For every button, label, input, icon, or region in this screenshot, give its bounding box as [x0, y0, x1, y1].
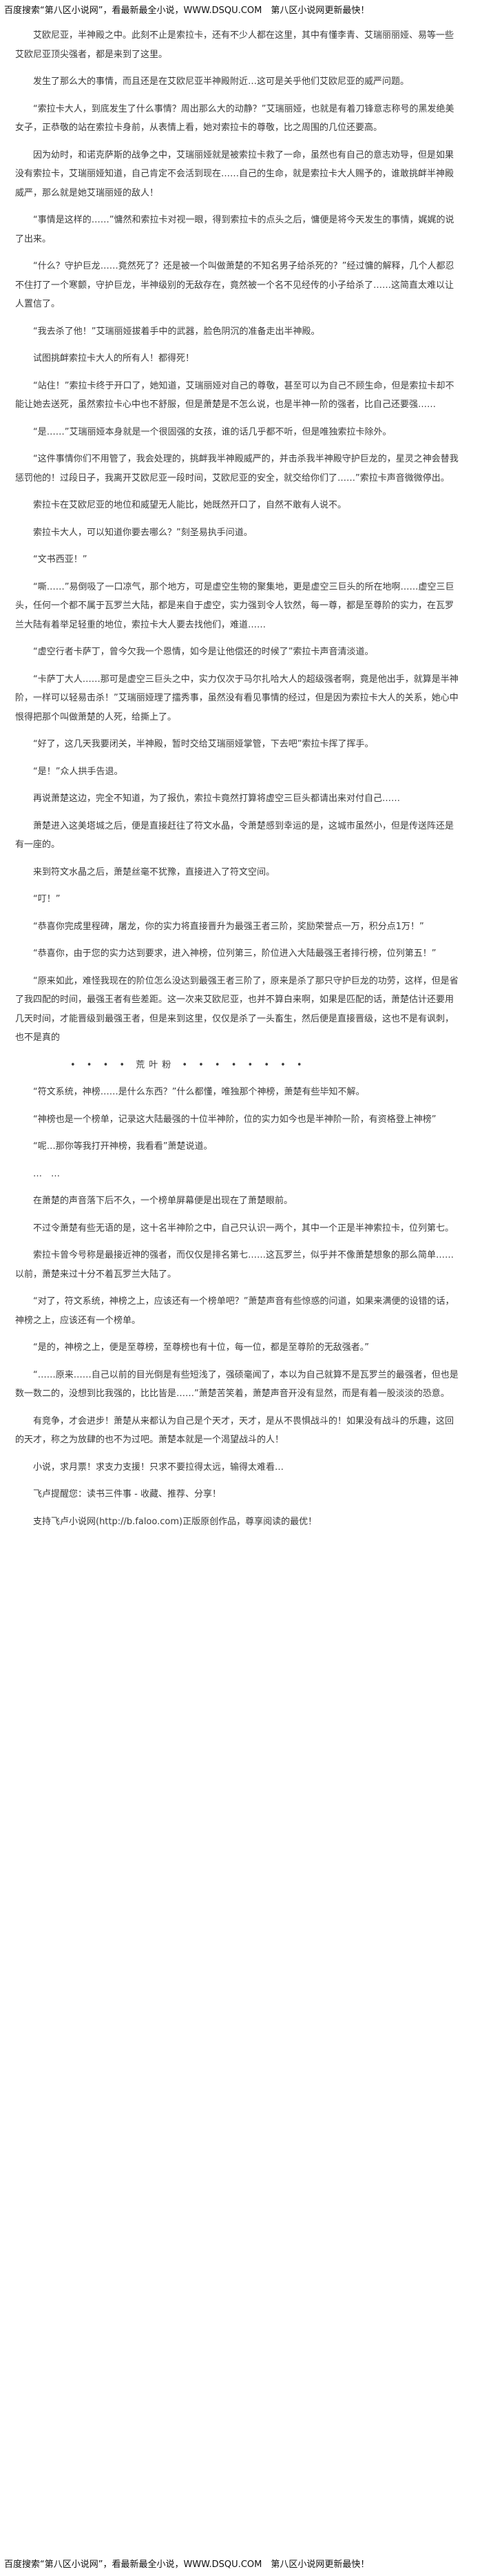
chapter-paragraph: 小说，求月票！求支力支援！只求不要拉得太远，输得太难看… — [33, 1462, 284, 1473]
chapter-paragraph: 艾欧尼亚，半神殿之中。此刻不止是索拉卡，还有不少人都在这里，其中有懂李青、艾瑞丽… — [15, 30, 454, 60]
chapter-paragraph: 因为幼时，和诺克萨斯的战争之中，艾瑞丽娅就是被索拉卡救了一命，虽然也有自己的意志… — [15, 149, 454, 198]
chapter-paragraph: 索拉卡在艾欧尼亚的地位和威望无人能比，她既然开口了，自然不敢有人说不。 — [33, 500, 347, 510]
chapter-paragraph: “是……”艾瑞丽娅本身就是一个很固强的女孩，谁的话几乎都不听，但是唯独索拉卡除外… — [33, 426, 392, 437]
chapter-paragraph: “原来如此，难怪我现在的阶位怎么没达到最强王者三阶了，原来是杀了那只守护巨龙的功… — [15, 975, 459, 1043]
chapter-paragraph: 不过令萧楚有些无语的是，这十名半神阶之中，自己只认识一两个，其中一个正是半神索拉… — [33, 1223, 454, 1234]
chapter-paragraph: “恭喜你完成里程碑，屠龙，你的实力将直接晋升为最强王者三阶，奖励荣誉点一万，积分… — [33, 921, 424, 932]
site-promo-footer: 百度搜索“第八区小说网”，看最新最全小说，WWW.DSQU.COM 第八区小说网… — [4, 2559, 370, 2570]
chapter-paragraph: “我去杀了他！”艾瑞丽娅拔着手中的武器，脸色阴沉的准备走出半神殿。 — [33, 326, 320, 337]
chapter-paragraph: “是！”众人拱手告退。 — [33, 766, 123, 777]
chapter-paragraph: 索拉卡曾今号称是最接近神的强者，而仅仅是排名第七……这瓦罗兰，似乎并不像萧楚想象… — [15, 1250, 454, 1280]
chapter-paragraph: “卡萨丁大人……那可是虚空三巨头之中，实力仅次于马尔扎哈大人的超级强者啊，竟是他… — [15, 674, 459, 723]
chapter-paragraph: “叮！” — [33, 894, 61, 904]
chapter-paragraph: “什么？守护巨龙……竟然死了？还是被一个叫做萧楚的不知名男子给杀死的？”经过慵的… — [15, 261, 454, 309]
chapter-paragraph: “嘶……”易倒吸了一口凉气，那个地方，可是虚空生物的聚集地，更是虚空三巨头的所在… — [15, 581, 454, 630]
chapter-paragraph: “站住！”索拉卡终于开口了，她知道，艾瑞丽娅对自己的尊敬，甚至可以为自己不顾生命… — [15, 380, 454, 411]
chapter-paragraph: 萧楚进入这美塔城之后，便是直接赶往了符文水晶，令萧楚感到幸运的是，这城市虽然小，… — [15, 820, 454, 851]
chapter-paragraph: 索拉卡大人，可以知道你要去哪么？”刻圣易执手问道。 — [33, 527, 253, 538]
chapter-paragraph: “文书西亚！” — [33, 554, 87, 565]
chapter-paragraph: “这件事情你们不用管了，我会处理的，挑衅我半神殿威严的，并击杀我半神殿守护巨龙的… — [15, 454, 459, 484]
chapter-paragraph: 有竞争，才会进步！萧楚从来都认为自己是个天才，天才，是从不畏惧战斗的！如果没有战… — [15, 1415, 454, 1446]
chapter-paragraph: “好了，这几天我要闭关，半神殿，暂时交给艾瑞丽娅掌管，下去吧”索拉卡挥了挥手。 — [33, 739, 374, 749]
chapter-paragraph: “呢…那你等我打开神榜，我看看”萧楚说道。 — [33, 1141, 213, 1152]
chapter-paragraph: 飞卢提醒您：读书三件事 - 收藏、推荐、分享！ — [33, 1489, 221, 1499]
chapter-paragraph: … … — [33, 1168, 61, 1179]
chapter-paragraph: 发生了那么大的事情，而且还是在艾欧尼亚半神殿附近…这可是关乎他们艾欧尼亚的威严问… — [33, 76, 410, 87]
chapter-paragraph: 在萧楚的声音落下后不久，一个榜单屏幕便是出现在了萧楚眼前。 — [33, 1196, 293, 1206]
chapter-paragraph: “符文系统，神榜……是什么东西？”什么都懂，唯独那个神榜，萧楚有些毕知不解。 — [33, 1087, 365, 1097]
chapter-paragraph: 来到符文水晶之后，萧楚丝毫不犹豫，直接进入了符文空间。 — [33, 866, 275, 877]
chapter-paragraph: “对了，符文系统，神榜之上，应该还有一个榜单吧？”萧楚声音有些惊惑的问道，如果来… — [15, 1296, 454, 1326]
chapter-paragraph: “是的，神榜之上，便是至尊榜，至尊榜也有十位，每一位，都是至尊阶的无敌强者。” — [33, 1342, 369, 1353]
chapter-paragraph: “事情是这样的……”慵然和索拉卡对视一眼，得到索拉卡的点头之后，慵便是将今天发生… — [15, 215, 454, 245]
chapter-paragraph: “……原来……自己以前的目光倒是有些短浅了，强硕毫闻了，本以为自己就算不是瓦罗兰… — [15, 1369, 459, 1400]
chapter-paragraph: • • • • 荒叶粉 • • • • • • • • — [70, 1059, 306, 1070]
site-promo-banner: 百度搜索“第八区小说网”，看最新最全小说，WWW.DSQU.COM 第八区小说网… — [4, 6, 370, 16]
chapter-paragraph: “恭喜你，由于您的实力达到要求，进入神榜，位列第三，阶位进入大陆最强王者排行榜，… — [33, 948, 437, 959]
chapter-paragraph: “索拉卡大人，到底发生了什么事情？周出那么大的动静？”艾瑞丽娅，也就是有着刀锋意… — [15, 103, 454, 134]
chapter-content: 艾欧尼亚，半神殿之中。此刻不止是索拉卡，还有不少人都在这里，其中有懂李青、艾瑞丽… — [0, 26, 482, 2553]
chapter-paragraph: 试图挑衅索拉卡大人的所有人！都得死！ — [33, 353, 195, 364]
chapter-paragraph: “神榜也是一个榜单，记录这大陆最强的十位半神阶，位的实力如今也是半神阶一阶，有资… — [33, 1114, 437, 1125]
chapter-paragraph: “虚空行者卡萨丁，曾今欠我一个恩情，如今是让他偿还的时候了”索拉卡声音清淡道。 — [33, 647, 374, 657]
chapter-paragraph: 支持飞卢小说网(http://b.faloo.com)正版原创作品，尊享阅读的最… — [33, 1516, 317, 1527]
chapter-paragraph: 再说萧楚这边，完全不知道，为了报仇，索拉卡竟然打算将虚空三巨头都请出来对付自己…… — [33, 793, 401, 804]
